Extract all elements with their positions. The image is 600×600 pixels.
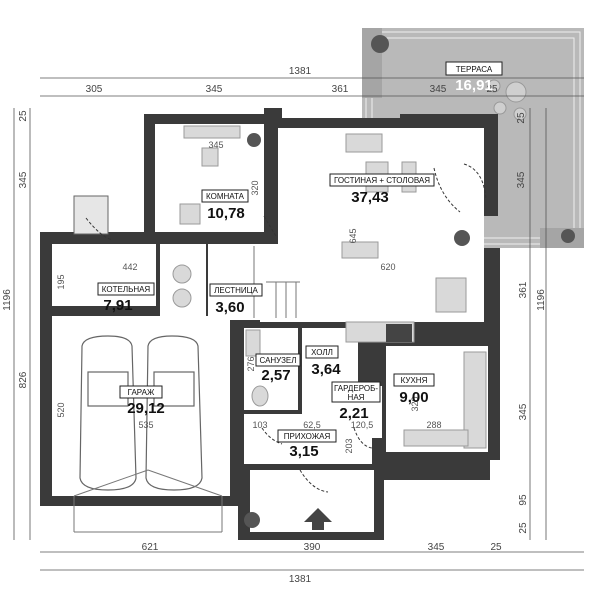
sanuzel-area: 2,57 bbox=[261, 367, 290, 384]
dim-kukhnya-h: 320 bbox=[410, 396, 420, 411]
kotelnaya-area: 7,91 bbox=[103, 297, 132, 314]
garazh-name: ГАРАЖ bbox=[128, 388, 155, 397]
garderob-label-box bbox=[331, 381, 381, 403]
dim-kotelnaya-w: 442 bbox=[122, 262, 137, 272]
holl-area: 3,64 bbox=[311, 361, 341, 378]
dim-left-outer: 1196 bbox=[2, 289, 13, 311]
dim-gostinaya-w: 620 bbox=[380, 262, 395, 272]
furniture bbox=[73, 35, 575, 533]
garderob-name-2: НАЯ bbox=[348, 393, 365, 402]
dim-right-seg-4: 25 bbox=[518, 522, 529, 534]
dim-top-seg-4: 345 bbox=[430, 84, 447, 95]
dim-bottom-total: 1381 bbox=[289, 574, 312, 585]
dimension-texts: 1381 305 345 361 345 25 621 390 345 25 1… bbox=[2, 66, 547, 585]
dim-kukhnya-w: 288 bbox=[426, 420, 441, 430]
dim-terrace-a: 345 bbox=[516, 171, 527, 188]
terrace-label-box bbox=[445, 61, 503, 76]
dim-garderob-w: 120,5 bbox=[351, 420, 374, 430]
prikhozhaya-area: 3,15 bbox=[289, 443, 318, 460]
dim-bottom-seg-2: 390 bbox=[304, 542, 321, 553]
dim-top-total: 1381 bbox=[289, 66, 312, 77]
garazh-area: 29,12 bbox=[127, 400, 165, 417]
kukhnya-label-box bbox=[393, 373, 435, 387]
holl-name: ХОЛЛ bbox=[311, 348, 333, 357]
kukhnya-area: 9,00 bbox=[399, 389, 428, 406]
sanuzel-label-box bbox=[255, 353, 301, 367]
dim-kotelnaya-h: 195 bbox=[56, 274, 66, 289]
dim-prikhozhaya-a: 103 bbox=[252, 420, 267, 430]
gostinaya-name: ГОСТИНАЯ + СТОЛОВАЯ bbox=[334, 176, 430, 185]
garderob-area: 2,21 bbox=[339, 405, 368, 422]
dim-right-seg-1: 361 bbox=[518, 281, 529, 298]
kotelnaya-name: КОТЕЛЬНАЯ bbox=[102, 285, 151, 294]
kotelnaya-label-box bbox=[97, 282, 155, 296]
room-labels: ТЕРРАСА 16,91 КОМНАТА 10,78 ГОСТИНАЯ + С… bbox=[97, 61, 503, 460]
komnata-name: КОМНАТА bbox=[206, 192, 245, 201]
lestnitsa-area: 3,60 bbox=[215, 299, 244, 316]
garazh-label-box bbox=[119, 385, 163, 399]
dim-gostinaya-h: 645 bbox=[348, 228, 358, 243]
dim-bottom-seg-1: 621 bbox=[142, 542, 159, 553]
komnata-label-box bbox=[201, 189, 249, 203]
prikhozhaya-name: ПРИХОЖАЯ bbox=[284, 432, 331, 441]
dim-right-seg-3: 95 bbox=[518, 494, 529, 506]
dim-left-seg-3: 826 bbox=[18, 371, 29, 388]
terrace-name: ТЕРРАСА bbox=[456, 65, 493, 74]
kukhnya-name: КУХНЯ bbox=[401, 376, 428, 385]
dim-garazh-h: 520 bbox=[56, 402, 66, 417]
dim-right-outer: 1196 bbox=[536, 289, 547, 311]
komnata-area: 10,78 bbox=[207, 205, 245, 222]
sanuzel-name: САНУЗЕЛ bbox=[259, 356, 296, 365]
dim-top-seg-2: 345 bbox=[206, 84, 223, 95]
dim-terrace-b: 25 bbox=[516, 112, 527, 124]
holl-label-box bbox=[305, 345, 339, 359]
dim-garazh-w: 535 bbox=[138, 420, 153, 430]
dim-left-seg-1: 25 bbox=[18, 110, 29, 122]
dim-bottom-seg-3: 345 bbox=[428, 542, 445, 553]
dim-sanuzel-h: 276 bbox=[246, 356, 256, 371]
dim-bottom-seg-4: 25 bbox=[490, 542, 502, 553]
dim-top-seg-3: 361 bbox=[332, 84, 349, 95]
lestnitsa-name: ЛЕСТНИЦА bbox=[214, 286, 258, 295]
dim-top-seg-1: 305 bbox=[86, 84, 103, 95]
lestnitsa-label-box bbox=[209, 283, 263, 297]
dim-top-seg-5: 25 bbox=[486, 84, 498, 95]
dim-garderob-h: 203 bbox=[344, 438, 354, 453]
dim-prikhozhaya-b: 62,5 bbox=[303, 420, 321, 430]
prikhozhaya-label-box bbox=[277, 429, 337, 443]
dim-komnata-w: 345 bbox=[208, 140, 223, 150]
gostinaya-label-box bbox=[329, 173, 435, 187]
terrace-area: 16,91 bbox=[455, 77, 493, 94]
garderob-name-1: ГАРДЕРОБ- bbox=[334, 384, 378, 393]
dim-right-seg-2: 345 bbox=[518, 403, 529, 420]
dim-left-seg-2: 345 bbox=[18, 171, 29, 188]
dim-komnata-h: 320 bbox=[250, 180, 260, 195]
dimension-lines bbox=[13, 77, 584, 571]
gostinaya-area: 37,43 bbox=[351, 189, 389, 206]
